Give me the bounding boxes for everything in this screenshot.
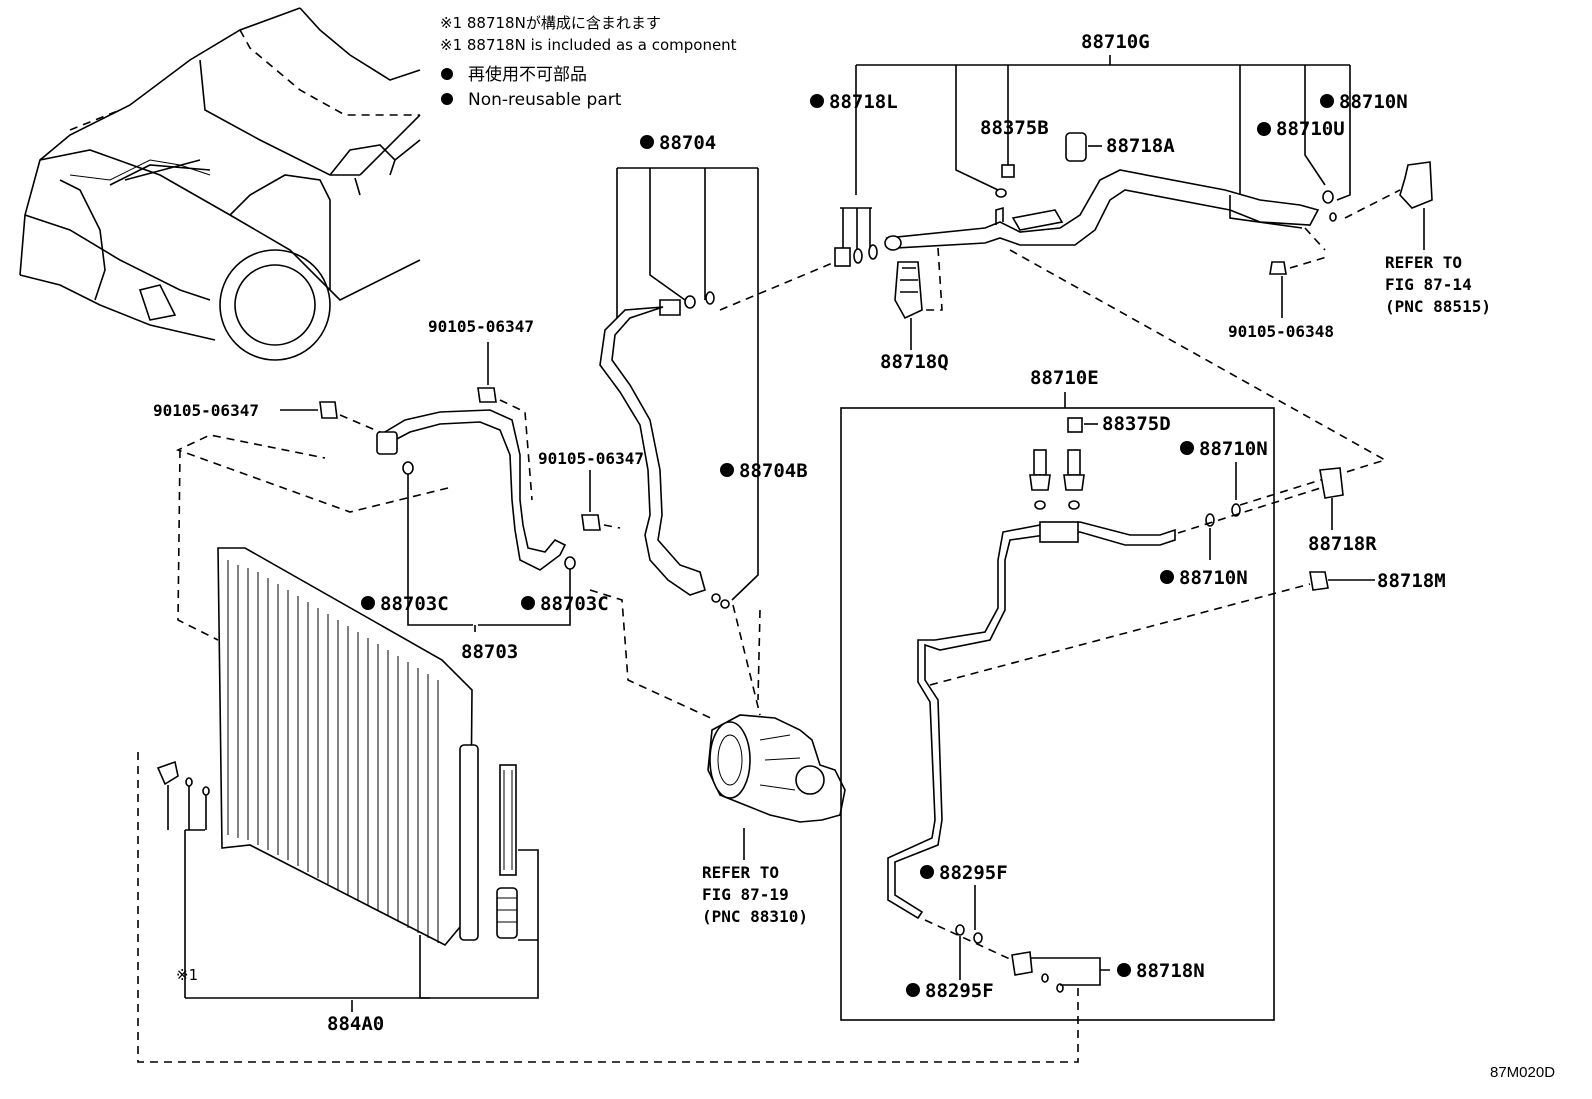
label-88710G: 88710G xyxy=(1081,31,1150,53)
hose-88703 xyxy=(376,409,567,571)
label-90105-06348: 90105-06348 xyxy=(1228,322,1334,341)
clamp-88718N xyxy=(1011,951,1033,976)
assembly-88704: 88704 88704B xyxy=(599,132,836,609)
label-88704: 88704 xyxy=(659,132,716,154)
note-line-4: Non-reusable part xyxy=(468,90,622,110)
note-line-2: ※1 88718N is included as a component xyxy=(440,36,737,54)
ref2-line2: FIG 87-19 xyxy=(702,885,789,904)
label-88718N: 88718N xyxy=(1136,960,1205,982)
condenser-884A0: 884A0 ※1 xyxy=(137,449,1079,1063)
label-88710U: 88710U xyxy=(1276,118,1345,140)
ref1-line2: FIG 87-14 xyxy=(1385,275,1472,294)
clamp-88718M xyxy=(1309,571,1329,591)
box-88710E xyxy=(840,407,1275,1021)
label-88710N-top: 88710N xyxy=(1339,91,1408,113)
label-90105-06347-b: 90105-06347 xyxy=(153,401,259,420)
label-88710N-mid: 88710N xyxy=(1199,438,1268,460)
pipe-88710E xyxy=(887,521,1176,920)
vehicle-illustration xyxy=(19,7,421,361)
label-88704B: 88704B xyxy=(739,460,808,482)
ref1-line3: (PNC 88515) xyxy=(1385,297,1491,316)
label-88295F-b: 88295F xyxy=(925,980,994,1002)
ref2-line3: (PNC 88310) xyxy=(702,907,808,926)
label-88718Q: 88718Q xyxy=(880,351,949,373)
label-88375B: 88375B xyxy=(980,117,1049,139)
clamp-88718Q xyxy=(894,261,923,320)
label-88718L: 88718L xyxy=(829,91,898,113)
ref2-line1: REFER TO xyxy=(702,863,779,882)
assembly-88710G: 88710G 88718L 88375B 88718A 88710N 88710… xyxy=(810,31,1491,373)
assembly-88703: 90105-06347 90105-06347 90105-06347 8870… xyxy=(153,317,644,663)
ref1-line1: REFER TO xyxy=(1385,253,1462,272)
label-88718A: 88718A xyxy=(1106,135,1175,157)
label-88295F-a: 88295F xyxy=(939,862,1008,884)
note-line-3: 再使用不可部品 xyxy=(468,64,587,85)
non-reusable-bullet-icon xyxy=(441,68,453,80)
clamp-88718A xyxy=(1065,132,1087,162)
label-88703C-b: 88703C xyxy=(540,593,609,615)
label-90105-06347-c: 90105-06347 xyxy=(538,449,644,468)
valve-connector xyxy=(1399,161,1433,209)
label-88703C-a: 88703C xyxy=(380,593,449,615)
hose-88704 xyxy=(599,306,706,596)
legend-notes: ※1 88718Nが構成に含まれます ※1 88718N is included… xyxy=(440,14,737,110)
clamp-88718R xyxy=(1319,467,1344,499)
label-note-mark: ※1 xyxy=(176,966,198,984)
label-88718M: 88718M xyxy=(1377,570,1446,592)
non-reusable-bullet-icon xyxy=(441,93,453,105)
label-884A0: 884A0 xyxy=(327,1013,384,1035)
assembly-88710E: 88710E 88375D 88710N 88710N 88718R xyxy=(840,249,1446,1021)
label-88710N-low: 88710N xyxy=(1179,567,1248,589)
pipe-88710G xyxy=(885,169,1320,249)
figure-id: 87M020D xyxy=(1490,1064,1555,1081)
clip-88718L xyxy=(834,247,851,267)
label-88718R: 88718R xyxy=(1308,533,1377,555)
compressor: REFER TO FIG 87-19 (PNC 88310) xyxy=(589,589,846,926)
label-90105-06347-a: 90105-06347 xyxy=(428,317,534,336)
label-88703: 88703 xyxy=(461,641,518,663)
label-88375D: 88375D xyxy=(1102,413,1171,435)
label-88710E: 88710E xyxy=(1030,367,1099,389)
note-line-1: ※1 88718Nが構成に含まれます xyxy=(440,14,661,32)
